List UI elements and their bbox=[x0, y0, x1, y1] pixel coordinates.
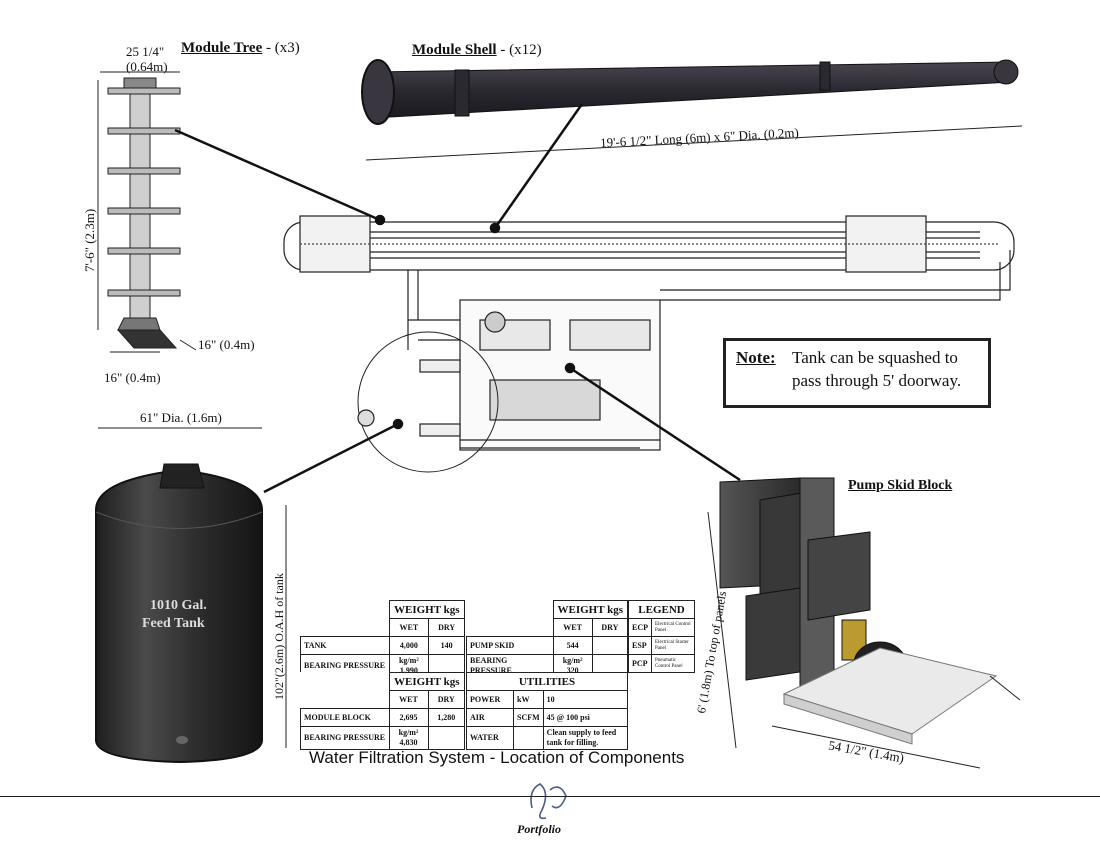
module-tree-height-dim: 7'-6" (2.3m) bbox=[82, 208, 97, 272]
pump-skid-drawing bbox=[707, 477, 1021, 769]
col-wet: WET bbox=[388, 618, 430, 637]
legend-header: LEGEND bbox=[628, 600, 695, 619]
module-tree-width-dim: 25 1/4" bbox=[126, 44, 165, 59]
header: WEIGHT kgs bbox=[388, 672, 465, 691]
col-dry: DRY bbox=[591, 618, 629, 637]
pump-skid-title: Pump Skid Block bbox=[848, 478, 953, 493]
page-caption: Water Filtration System - Location of Co… bbox=[309, 748, 685, 767]
module-tree-width-metric: (0.64m) bbox=[126, 59, 168, 74]
col-dry: DRY bbox=[428, 618, 465, 637]
tank-label-line-1: 1010 Gal. bbox=[150, 598, 207, 613]
header: WEIGHT kgs bbox=[552, 600, 628, 619]
module-shell-drawing bbox=[361, 59, 1023, 161]
tank-height: 102"(2.6m) O.A.H of tank bbox=[272, 573, 286, 700]
utilities-header: UTILITIES bbox=[466, 672, 628, 691]
plan-view-schematic bbox=[283, 215, 1015, 473]
tank-label-line-2: Feed Tank bbox=[142, 616, 205, 631]
note-line-2: pass through 5' doorway. bbox=[792, 371, 962, 390]
module-tree-title: Module Tree - (x3) bbox=[181, 40, 300, 56]
col-wet: WET bbox=[552, 618, 593, 637]
tank-diameter: 61" Dia. (1.6m) bbox=[140, 410, 222, 425]
feed-tank-drawing bbox=[95, 427, 287, 764]
module-shell-title: Module Shell - (x12) bbox=[412, 42, 542, 58]
module-tree-base-dim-a: 16" (0.4m) bbox=[198, 337, 255, 352]
portfolio-logo bbox=[530, 783, 567, 820]
module-tree-drawing bbox=[97, 71, 197, 353]
leader-lines bbox=[174, 103, 741, 494]
header: WEIGHT kgs bbox=[388, 600, 465, 619]
col-dry: DRY bbox=[427, 690, 465, 709]
col-wet: WET bbox=[388, 690, 429, 709]
note-box: Note: Tank can be squashed to pass throu… bbox=[723, 338, 991, 408]
brand-name: Portfolio bbox=[517, 822, 561, 836]
module-tree-base-dim-b: 16" (0.4m) bbox=[104, 370, 161, 385]
note-line-1: Tank can be squashed to bbox=[792, 348, 958, 367]
note-label: Note: bbox=[736, 348, 776, 367]
footer-divider bbox=[0, 796, 1100, 797]
